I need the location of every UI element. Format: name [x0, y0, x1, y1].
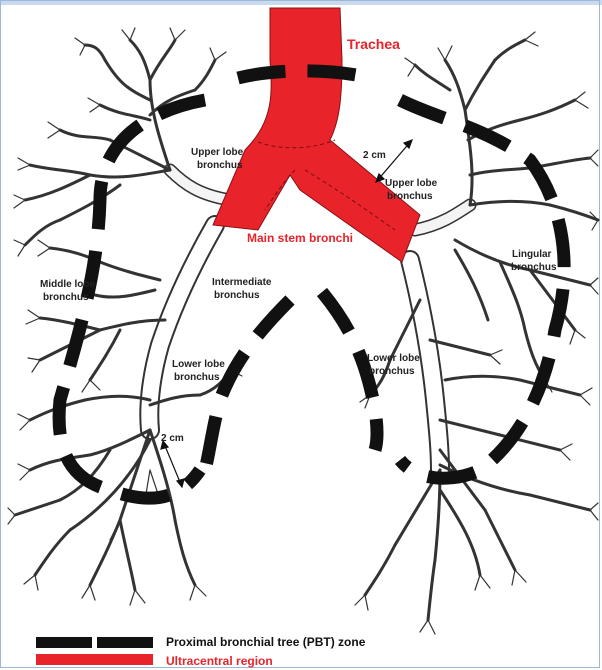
legend-pbt-swatch-1: [36, 637, 92, 648]
lower-lobe-right-label-1: Lower lobe: [367, 353, 420, 364]
lingular-label-2: bronchus: [511, 262, 557, 273]
lower-lobe-left-label-2: bronchus: [174, 372, 220, 383]
lower-lobe-left-label-1: Lower lobe: [172, 359, 225, 370]
legend-pbt-swatch-2: [97, 637, 153, 648]
upper-lobe-left-label-2: bronchus: [197, 160, 243, 171]
lower-lobe-right-label-2: bronchus: [369, 366, 415, 377]
middle-lobe-label-2: bronchus: [43, 292, 89, 303]
upper-lobe-right-label-2: bronchus: [387, 191, 433, 202]
dist-bottom-label: 2 cm: [161, 433, 184, 444]
trachea-label: Trachea: [347, 36, 400, 52]
legend-ultracentral-label: Ultracentral region: [166, 654, 273, 668]
lingular-label-1: Lingular: [512, 249, 552, 260]
middle-lobe-label-1: Middle lobe: [40, 279, 95, 290]
legend: Proximal bronchial tree (PBT) zone Ultra…: [36, 635, 366, 668]
upper-lobe-left-label-1: Upper lobe: [191, 147, 244, 158]
legend-pbt-label: Proximal bronchial tree (PBT) zone: [166, 635, 366, 649]
intermediate-label-2: bronchus: [214, 290, 260, 301]
dist-top-label: 2 cm: [363, 150, 386, 161]
legend-ultracentral-swatch: [36, 654, 153, 665]
intermediate-label-1: Intermediate: [212, 277, 272, 288]
main-stem-label: Main stem bronchi: [247, 231, 353, 245]
upper-lobe-right-label-1: Upper lobe: [385, 178, 438, 189]
